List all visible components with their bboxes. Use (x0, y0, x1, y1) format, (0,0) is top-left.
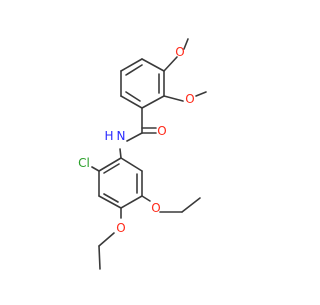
bond (98, 245, 101, 270)
bond-double-inner (103, 193, 119, 203)
bond (163, 95, 184, 102)
molecule-svg: O O O N H Cl O O (78, 38, 207, 270)
bond (126, 132, 143, 142)
bond-double-inner (125, 64, 143, 76)
bond-double-inner (125, 91, 141, 102)
atom-labels: O O O N H Cl O O (78, 45, 195, 235)
bond (141, 95, 165, 109)
atom-n-amide: N (117, 129, 126, 143)
bond (120, 195, 143, 209)
bond (91, 166, 100, 172)
atom-o-ethoxy-right: O (151, 201, 160, 215)
bond (119, 148, 122, 159)
atom-o-methoxy-upper: O (175, 45, 184, 59)
molecule-structure-diagram: O O O N H Cl O O (78, 38, 207, 270)
atom-h-amide: H (104, 129, 113, 143)
bond (183, 38, 189, 50)
bond (98, 157, 122, 172)
bond (195, 91, 207, 97)
atom-o-carbonyl: O (157, 124, 166, 138)
atom-o-methoxy-lower: O (185, 92, 194, 106)
bond (120, 157, 143, 172)
bond (141, 58, 165, 72)
bond (98, 195, 122, 209)
atom-cl: Cl (78, 156, 90, 170)
bond (98, 232, 115, 247)
atom-o-ethoxy-left: O (116, 221, 125, 235)
bond (181, 197, 201, 213)
bond (141, 195, 151, 202)
bonds (91, 38, 207, 270)
bond (163, 56, 178, 72)
bond-double-inner (103, 163, 120, 174)
bond (120, 95, 143, 109)
bond (120, 58, 143, 72)
